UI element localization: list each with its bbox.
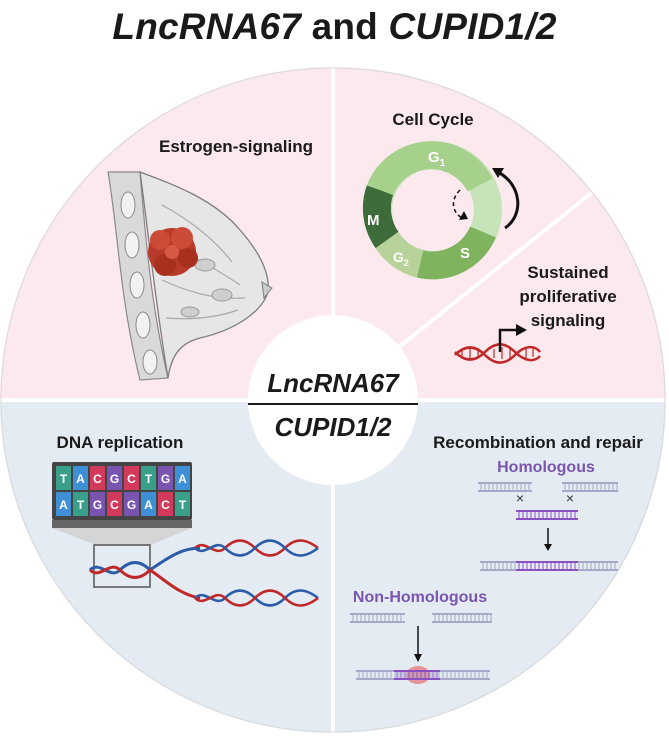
crossover-x-icon-1: × bbox=[516, 490, 524, 506]
tumor-icon bbox=[148, 227, 198, 276]
title-and: and bbox=[301, 6, 389, 47]
base-cell bbox=[175, 492, 190, 516]
base-letter: C bbox=[161, 498, 170, 512]
base-letter: T bbox=[145, 472, 153, 486]
promoter-dna-icon bbox=[454, 324, 542, 364]
non-homologous-label: Non-Homologous bbox=[353, 589, 487, 606]
base-cell bbox=[73, 466, 88, 490]
base-letter: C bbox=[93, 472, 102, 486]
cell-cycle-ring: G1 S G2 M bbox=[362, 141, 520, 280]
homologous-recombination: × × bbox=[516, 490, 574, 551]
breast-illustration bbox=[107, 171, 273, 381]
base-letter: G bbox=[161, 472, 170, 486]
dashed-arrow-icon bbox=[452, 189, 463, 219]
phase-g1-label: G1 bbox=[428, 149, 446, 169]
base-letter: G bbox=[127, 498, 136, 512]
base-cell bbox=[124, 466, 139, 490]
base-letter: A bbox=[178, 472, 187, 486]
nhej-right-fragment bbox=[432, 613, 492, 623]
base-cell bbox=[56, 466, 71, 490]
base-letter: A bbox=[59, 498, 68, 512]
base-letter: C bbox=[127, 472, 136, 486]
base-cell bbox=[107, 492, 122, 516]
center-circle bbox=[248, 315, 418, 485]
base-letter: T bbox=[77, 498, 85, 512]
hr-broken-strand bbox=[516, 510, 578, 520]
hr-donor-left-strand bbox=[478, 482, 532, 492]
base-letter: A bbox=[144, 498, 153, 512]
base-cell bbox=[158, 466, 173, 490]
replication-fork bbox=[88, 539, 319, 607]
proliferative-label-1: Sustained bbox=[527, 263, 608, 282]
base-cell bbox=[56, 492, 71, 516]
nhej-left-fragment bbox=[350, 613, 405, 623]
base-cell bbox=[141, 492, 156, 516]
base-cell bbox=[90, 492, 105, 516]
base-cell bbox=[107, 466, 122, 490]
repair-site-glow bbox=[406, 666, 430, 684]
center-cupid: CUPID1/2 bbox=[274, 412, 392, 442]
base-letter: C bbox=[110, 498, 119, 512]
title-cupid: CUPID1/2 bbox=[388, 6, 557, 47]
cell-cycle-label: Cell Cycle bbox=[392, 110, 473, 129]
checkpoint-arrow-icon bbox=[497, 170, 520, 230]
homologous-label: Homologous bbox=[497, 459, 595, 476]
title-lncrna67: LncRNA67 bbox=[112, 6, 302, 47]
base-cell bbox=[90, 466, 105, 490]
phase-m-label: M bbox=[367, 212, 380, 229]
base-letter: A bbox=[76, 472, 85, 486]
figure-title: LncRNA67 and CUPID1/2 bbox=[0, 6, 669, 48]
proliferative-label-2: proliferative bbox=[519, 287, 616, 306]
base-cell bbox=[73, 492, 88, 516]
center-lncrna67: LncRNA67 bbox=[267, 368, 400, 398]
base-letter: T bbox=[179, 498, 187, 512]
hr-repaired-strand-middle bbox=[516, 561, 578, 571]
base-letter: T bbox=[60, 472, 68, 486]
recombination-label: Recombination and repair bbox=[433, 433, 643, 452]
phase-g2-label: G2 bbox=[393, 249, 409, 268]
base-cell bbox=[141, 466, 156, 490]
base-cell bbox=[124, 492, 139, 516]
crossover-x-icon-2: × bbox=[566, 490, 574, 506]
dna-replication-label: DNA replication bbox=[57, 433, 184, 452]
outer-circle-outline bbox=[0, 67, 666, 733]
base-cell bbox=[175, 466, 190, 490]
base-letter: G bbox=[93, 498, 102, 512]
base-letter: G bbox=[110, 472, 119, 486]
base-cell bbox=[158, 492, 173, 516]
phase-s-label: S bbox=[460, 245, 470, 262]
nhej-joined-center bbox=[394, 670, 440, 680]
proliferative-label-3: signaling bbox=[531, 311, 606, 330]
estrogen-label: Estrogen-signaling bbox=[159, 137, 313, 156]
hr-donor-right-strand bbox=[562, 482, 618, 492]
